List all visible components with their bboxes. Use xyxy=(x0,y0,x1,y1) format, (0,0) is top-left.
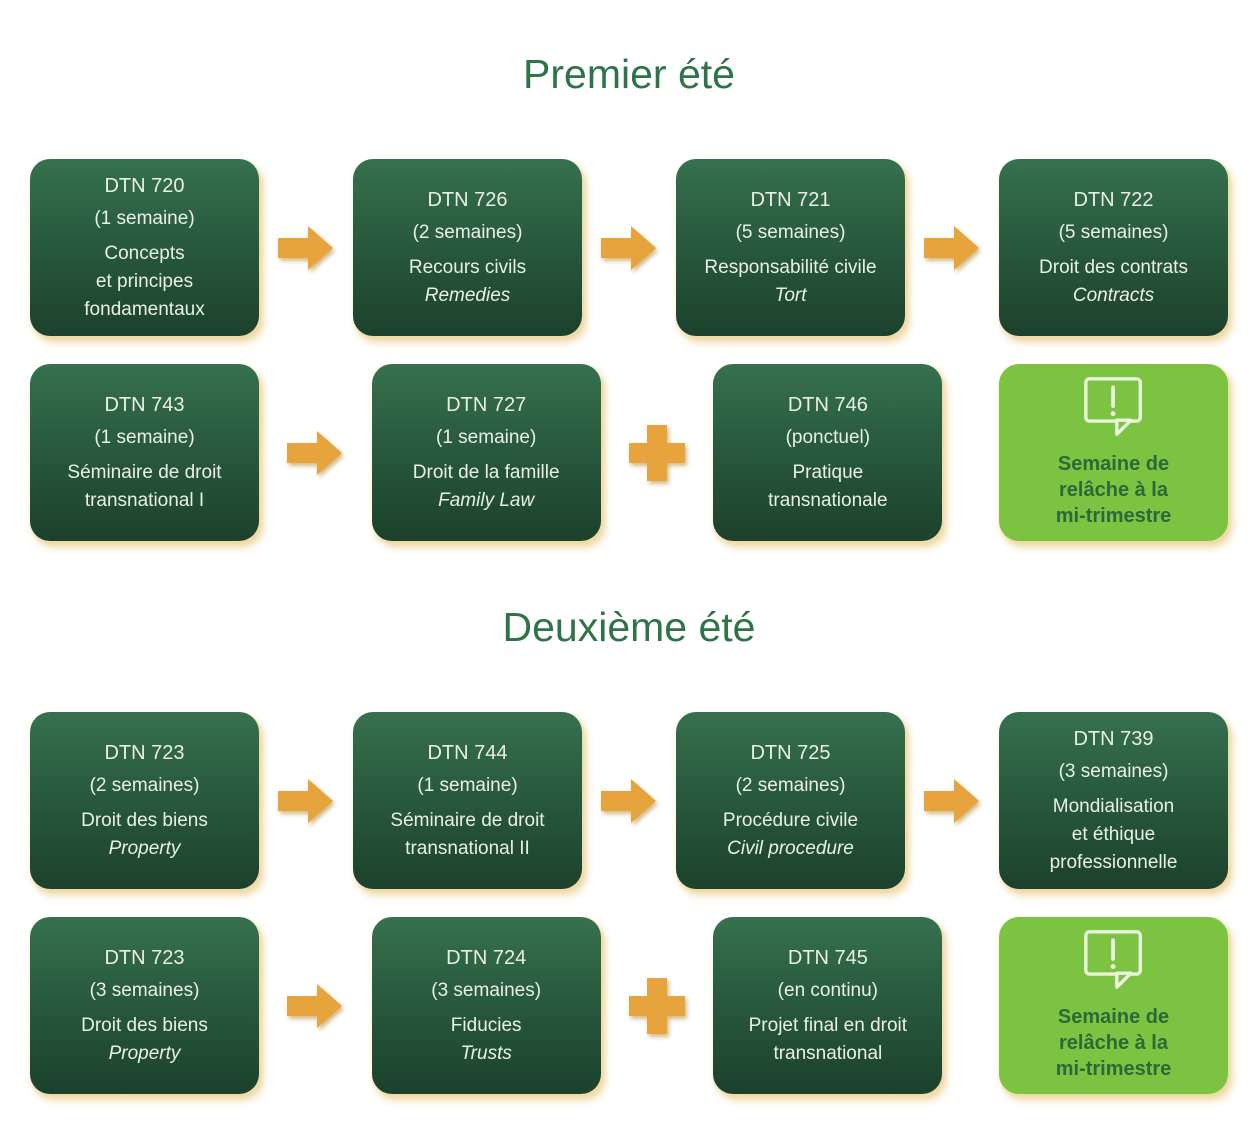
arrow-right-icon xyxy=(601,225,656,270)
plus-icon xyxy=(629,977,685,1034)
course-name: Recours civils Remedies xyxy=(408,256,527,306)
course-code: DTN 723 xyxy=(104,741,185,764)
course-code: DTN 721 xyxy=(750,188,831,211)
course-duration: (1 semaine) xyxy=(94,207,195,229)
course-duration: (en continu) xyxy=(777,979,879,1001)
course-box-dtn-723a: DTN 723 (2 semaines) Droit des biens Pro… xyxy=(30,712,259,890)
connector xyxy=(259,712,353,889)
course-duration: (3 semaines) xyxy=(1058,760,1169,782)
course-box-dtn-727: DTN 727 (1 semaine) Droit de la famille … xyxy=(371,364,601,542)
course-duration: (2 semaines) xyxy=(735,774,846,796)
course-duration: (3 semaines) xyxy=(431,979,542,1001)
row-2: DTN 743 (1 semaine) Séminaire de droit t… xyxy=(0,364,1258,542)
section-premier-ete: Premier été DTN 720 (1 semaine) Concepts… xyxy=(0,50,1258,542)
arrow-right-icon xyxy=(287,983,343,1028)
row-3: DTN 723 (2 semaines) Droit des biens Pro… xyxy=(0,712,1258,890)
connector xyxy=(905,159,999,336)
course-box-dtn-722: DTN 722 (5 semaines) Droit des contrats … xyxy=(999,159,1228,337)
course-box-dtn-739: DTN 739 (3 semaines) Mondialisation et é… xyxy=(999,712,1228,890)
course-box-dtn-745: DTN 745 (en continu) Projet final en dro… xyxy=(713,917,943,1095)
course-code: DTN 727 xyxy=(446,393,527,416)
connector xyxy=(582,159,676,336)
row-1: DTN 720 (1 semaine) Concepts et principe… xyxy=(0,159,1258,337)
section-title-premier-ete: Premier été xyxy=(523,51,735,97)
connector xyxy=(601,917,714,1094)
exclamation-speech-bubble-icon xyxy=(1083,377,1142,437)
course-code: DTN 725 xyxy=(750,741,831,764)
course-name: Droit des biens Property xyxy=(81,1014,208,1064)
connector xyxy=(259,917,372,1094)
course-duration: (ponctuel) xyxy=(785,426,871,448)
course-duration: (3 semaines) xyxy=(89,979,200,1001)
course-code: DTN 744 xyxy=(427,741,508,764)
arrow-right-icon xyxy=(924,778,979,823)
arrow-right-icon xyxy=(278,225,333,270)
course-box-dtn-746: DTN 746 (ponctuel) Pratique transnationa… xyxy=(713,364,943,542)
arrow-right-icon xyxy=(924,225,979,270)
course-box-dtn-724: DTN 724 (3 semaines) Fiducies Trusts xyxy=(371,917,601,1095)
course-box-dtn-743: DTN 743 (1 semaine) Séminaire de droit t… xyxy=(30,364,259,542)
course-duration: (2 semaines) xyxy=(412,221,523,243)
section-deuxieme-ete: Deuxième été DTN 723 (2 semaines) Droit … xyxy=(0,603,1258,1095)
course-code: DTN 724 xyxy=(446,946,527,969)
course-name: Droit des contrats Contracts xyxy=(1039,256,1188,306)
break-box: Semaine de relâche à la mi-trimestre xyxy=(999,364,1229,542)
connector xyxy=(582,712,676,889)
course-box-dtn-723b: DTN 723 (3 semaines) Droit des biens Pro… xyxy=(30,917,259,1095)
course-duration: (2 semaines) xyxy=(89,774,200,796)
course-name: Droit de la famille Family Law xyxy=(412,461,560,511)
connector-empty xyxy=(942,364,999,541)
break-label: Semaine de relâche à la mi-trimestre xyxy=(1055,453,1172,528)
course-name: Séminaire de droit transnational II xyxy=(390,809,545,859)
break-box: Semaine de relâche à la mi-trimestre xyxy=(999,917,1229,1095)
connector-empty xyxy=(942,917,999,1094)
course-code: DTN 723 xyxy=(104,946,185,969)
section-title-deuxieme-ete: Deuxième été xyxy=(502,604,756,651)
course-duration: (5 semaines) xyxy=(1058,221,1169,243)
course-name: Procédure civile Civil procedure xyxy=(722,809,859,859)
course-code: DTN 745 xyxy=(787,946,868,969)
course-name: Séminaire de droit transnational I xyxy=(67,461,222,511)
connector xyxy=(601,364,714,541)
course-name: Concepts et principes fondamentaux xyxy=(84,242,205,320)
course-name: Pratique transnationale xyxy=(768,461,888,511)
exclamation-speech-bubble-icon xyxy=(1083,930,1142,990)
connector xyxy=(905,712,999,889)
row-4: DTN 723 (3 semaines) Droit des biens Pro… xyxy=(0,917,1258,1095)
course-name: Mondialisation et éthique professionnell… xyxy=(1049,795,1178,873)
connector xyxy=(259,364,372,541)
course-duration: (5 semaines) xyxy=(735,221,846,243)
course-name: Fiducies Trusts xyxy=(450,1014,522,1064)
course-code: DTN 746 xyxy=(787,393,868,416)
course-duration: (1 semaine) xyxy=(94,426,195,448)
course-code: DTN 726 xyxy=(427,188,508,211)
course-box-dtn-726: DTN 726 (2 semaines) Recours civils Reme… xyxy=(353,159,582,337)
course-code: DTN 720 xyxy=(104,174,185,197)
arrow-right-icon xyxy=(278,778,333,823)
course-box-dtn-721: DTN 721 (5 semaines) Responsabilité civi… xyxy=(676,159,905,337)
plus-icon xyxy=(629,424,685,481)
arrow-right-icon xyxy=(287,430,343,475)
course-name: Responsabilité civile Tort xyxy=(704,256,877,306)
course-code: DTN 743 xyxy=(104,393,185,416)
course-code: DTN 739 xyxy=(1073,727,1154,750)
course-duration: (1 semaine) xyxy=(436,426,537,448)
course-name: Projet final en droit transnational xyxy=(748,1014,908,1064)
course-box-dtn-720: DTN 720 (1 semaine) Concepts et principe… xyxy=(30,159,259,337)
course-duration: (1 semaine) xyxy=(417,774,518,796)
course-box-dtn-725: DTN 725 (2 semaines) Procédure civile Ci… xyxy=(676,712,905,890)
curriculum-flow-diagram: Premier été DTN 720 (1 semaine) Concepts… xyxy=(0,50,1258,1095)
course-name: Droit des biens Property xyxy=(81,809,208,859)
course-code: DTN 722 xyxy=(1073,188,1154,211)
arrow-right-icon xyxy=(601,778,656,823)
break-label: Semaine de relâche à la mi-trimestre xyxy=(1055,1006,1172,1081)
course-box-dtn-744: DTN 744 (1 semaine) Séminaire de droit t… xyxy=(353,712,582,890)
connector xyxy=(259,159,353,336)
